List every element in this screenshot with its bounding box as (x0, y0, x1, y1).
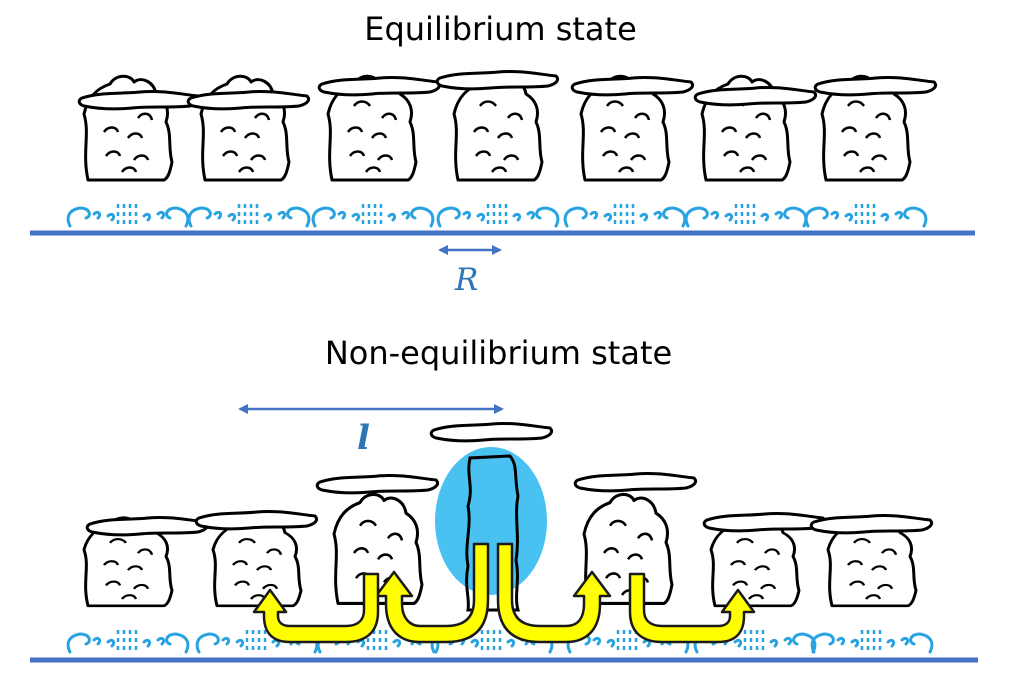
cloud-6-neq (702, 511, 827, 608)
flow-arrows (252, 542, 756, 644)
cloud-6-eq (693, 74, 818, 182)
cloud-4-neq (429, 421, 554, 612)
flow-arrow-right-outer (628, 572, 756, 644)
waves-neq (66, 628, 934, 654)
cloud-4-eq (435, 69, 560, 182)
cell-spacing-symbol: R (455, 262, 479, 298)
cloud-7-neq (809, 513, 934, 608)
cloud-7-eq (813, 74, 938, 182)
non-equilibrium-title: Non-equilibrium state (324, 334, 673, 372)
cloud-1-neq (82, 515, 210, 608)
flow-arrow-left-inner (374, 542, 490, 644)
cloud-3-eq (317, 74, 442, 182)
equilibrium-title: Equilibrium state (364, 10, 637, 48)
flow-arrow-left-outer (252, 572, 380, 644)
convective-core-highlight (435, 447, 547, 595)
flow-arrow-right-inner (496, 542, 612, 644)
cloud-2-eq (186, 74, 311, 182)
equilibrium-panel (30, 69, 975, 255)
waves-eq (66, 202, 928, 228)
cloud-1-eq (77, 74, 202, 182)
length-scale-symbol: l (357, 418, 370, 458)
non-equilibrium-panel (30, 404, 978, 663)
cloud-5-eq (570, 74, 695, 182)
cloud-2-neq (194, 509, 319, 608)
